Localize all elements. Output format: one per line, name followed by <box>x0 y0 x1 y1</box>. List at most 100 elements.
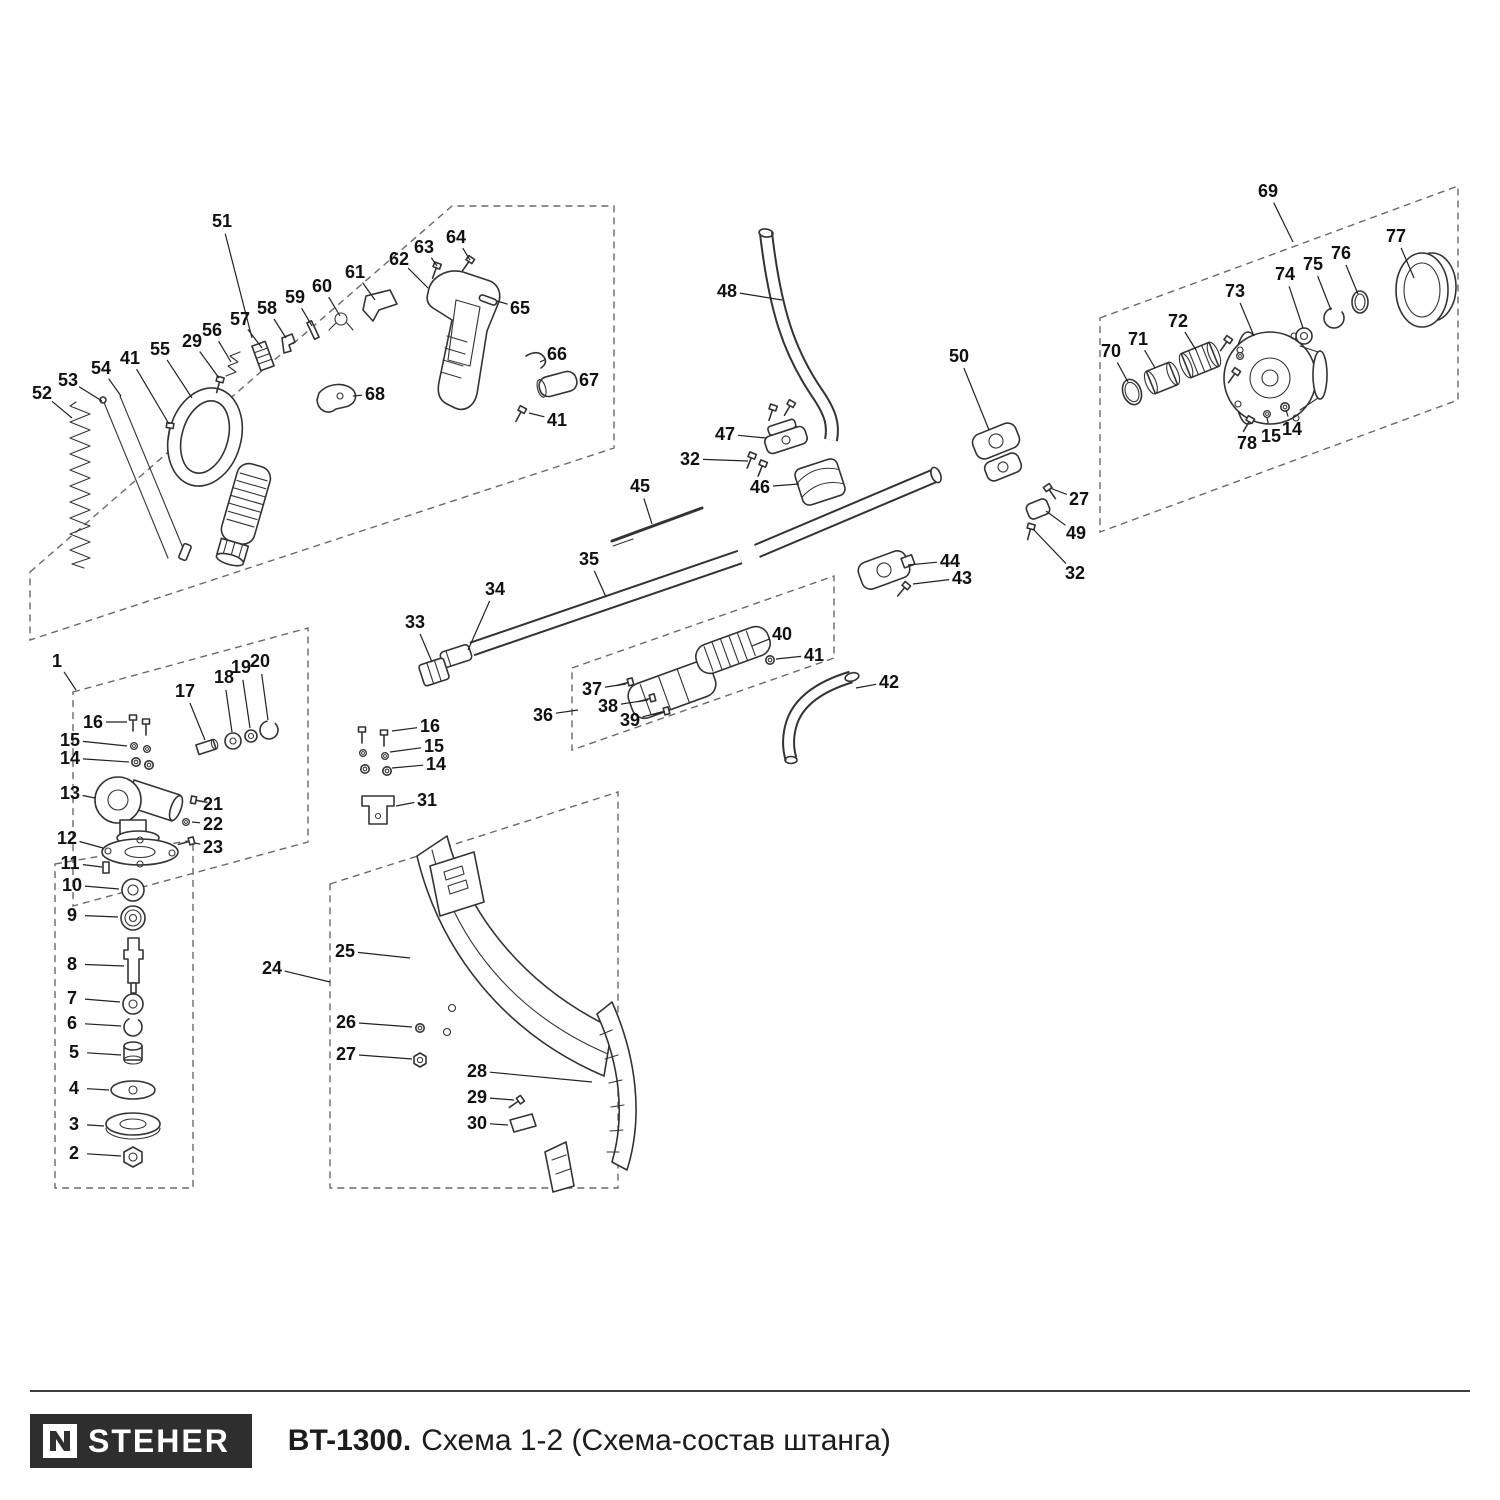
part-number-label: 17 <box>175 681 195 701</box>
leader-line <box>1045 510 1066 526</box>
part-number-label: 58 <box>257 298 277 318</box>
leader-line <box>284 970 331 983</box>
part-70-o-ring <box>1121 378 1143 406</box>
part-number-label: 14 <box>60 748 80 768</box>
part-number-label: 70 <box>1101 341 1121 361</box>
leader-line <box>389 747 422 753</box>
leader-line <box>82 758 130 763</box>
part-27-screw <box>1042 482 1060 502</box>
part-31-bracket <box>361 795 395 825</box>
part-76-ring <box>1351 290 1369 314</box>
part-number-label: 25 <box>335 941 355 961</box>
part-17-input-shaft <box>195 738 219 756</box>
part-46-clamp-lower <box>794 458 846 506</box>
leader-line <box>855 683 877 689</box>
part-number-label: 57 <box>230 309 250 329</box>
leader-line <box>462 247 471 261</box>
leader-line <box>63 671 77 691</box>
leader-line <box>191 821 201 824</box>
panel-handle-assembly <box>29 205 615 641</box>
leader-line <box>78 386 103 402</box>
part-60-torsion-spring <box>328 312 354 331</box>
leader-line <box>539 358 546 363</box>
part-number-label: 32 <box>1065 563 1085 583</box>
part-49-clamp-piece <box>1025 498 1051 520</box>
part-number-label: 69 <box>1258 181 1278 201</box>
part-number-label: 31 <box>417 790 437 810</box>
leader-line <box>1032 528 1067 565</box>
leader-line <box>489 1123 509 1126</box>
part-number-label: 65 <box>510 298 530 318</box>
part-number-label: 3 <box>69 1114 79 1134</box>
leader-line <box>1288 286 1304 329</box>
document-title: BT-1300.Схема 1-2 (Схема-состав штанга) <box>288 1424 891 1458</box>
leader-line <box>82 740 128 747</box>
part-71-bushing <box>1143 361 1181 395</box>
part-5-holder <box>123 1041 143 1065</box>
part-number-label: 59 <box>285 287 305 307</box>
leader-line <box>643 498 653 525</box>
part-16-screw <box>141 718 151 736</box>
leader-line <box>261 673 269 721</box>
part-14-washer <box>131 756 141 768</box>
leader-line <box>352 394 363 397</box>
leader-line <box>555 709 579 714</box>
leader-line <box>775 655 802 660</box>
part-number-label: 6 <box>67 1013 77 1033</box>
part-20-circlip <box>259 720 279 740</box>
part-number-label: 33 <box>405 612 425 632</box>
part-4-pressure-disc <box>110 1080 156 1100</box>
leader-line <box>395 801 415 807</box>
leader-line <box>1239 302 1255 337</box>
leader-line <box>82 864 103 868</box>
part-number-label: 38 <box>598 696 618 716</box>
part-14-washer <box>144 759 154 771</box>
leader-line <box>362 282 376 301</box>
part-65-pin <box>478 294 498 306</box>
part-number-label: 35 <box>579 549 599 569</box>
leader-lines <box>51 202 1415 1157</box>
leader-line <box>358 1054 413 1060</box>
leader-line <box>357 951 411 959</box>
leader-line <box>328 296 341 317</box>
leader-line <box>189 702 206 741</box>
part-number-label: 44 <box>940 551 960 571</box>
part-number-label: 60 <box>312 276 332 296</box>
part-number-label: 30 <box>467 1113 487 1133</box>
part-number-label: 4 <box>69 1078 79 1098</box>
part-number-label: 47 <box>715 424 735 444</box>
leader-line <box>224 233 253 339</box>
leader-line <box>772 483 800 487</box>
part-number-label: 75 <box>1303 254 1323 274</box>
leader-line <box>86 1124 105 1127</box>
part-number-label: 28 <box>467 1061 487 1081</box>
part-number-label: 36 <box>533 705 553 725</box>
part-61-lever <box>362 289 398 322</box>
leader-line <box>642 711 663 718</box>
model-number: BT-1300. <box>287 1424 412 1457</box>
leader-line <box>1317 275 1332 311</box>
part-53-throttle-rod <box>99 396 169 559</box>
leader-line <box>1184 331 1197 351</box>
part-73-clutch-bell-housing <box>1223 331 1328 425</box>
part-72-ribbed-bushing <box>1178 341 1222 379</box>
part-15-washer <box>129 742 139 750</box>
part-number-label: 20 <box>250 651 270 671</box>
part-28-serrated-strip <box>544 1001 637 1193</box>
leader-line <box>84 915 119 918</box>
leader-line <box>242 679 251 729</box>
part-number-label: 49 <box>1066 523 1086 543</box>
part-washer <box>1236 352 1244 360</box>
part-number-label: 48 <box>717 281 737 301</box>
part-27-nut <box>413 1052 427 1068</box>
leader-line <box>1266 417 1269 424</box>
part-48-handlebar-tube <box>758 228 839 442</box>
leader-line <box>963 367 990 431</box>
part-25-guard-shield <box>416 835 613 1077</box>
part-number-label: 42 <box>879 672 899 692</box>
leader-line <box>225 689 233 733</box>
part-10-bearing <box>121 878 145 902</box>
leader-line <box>593 570 607 598</box>
